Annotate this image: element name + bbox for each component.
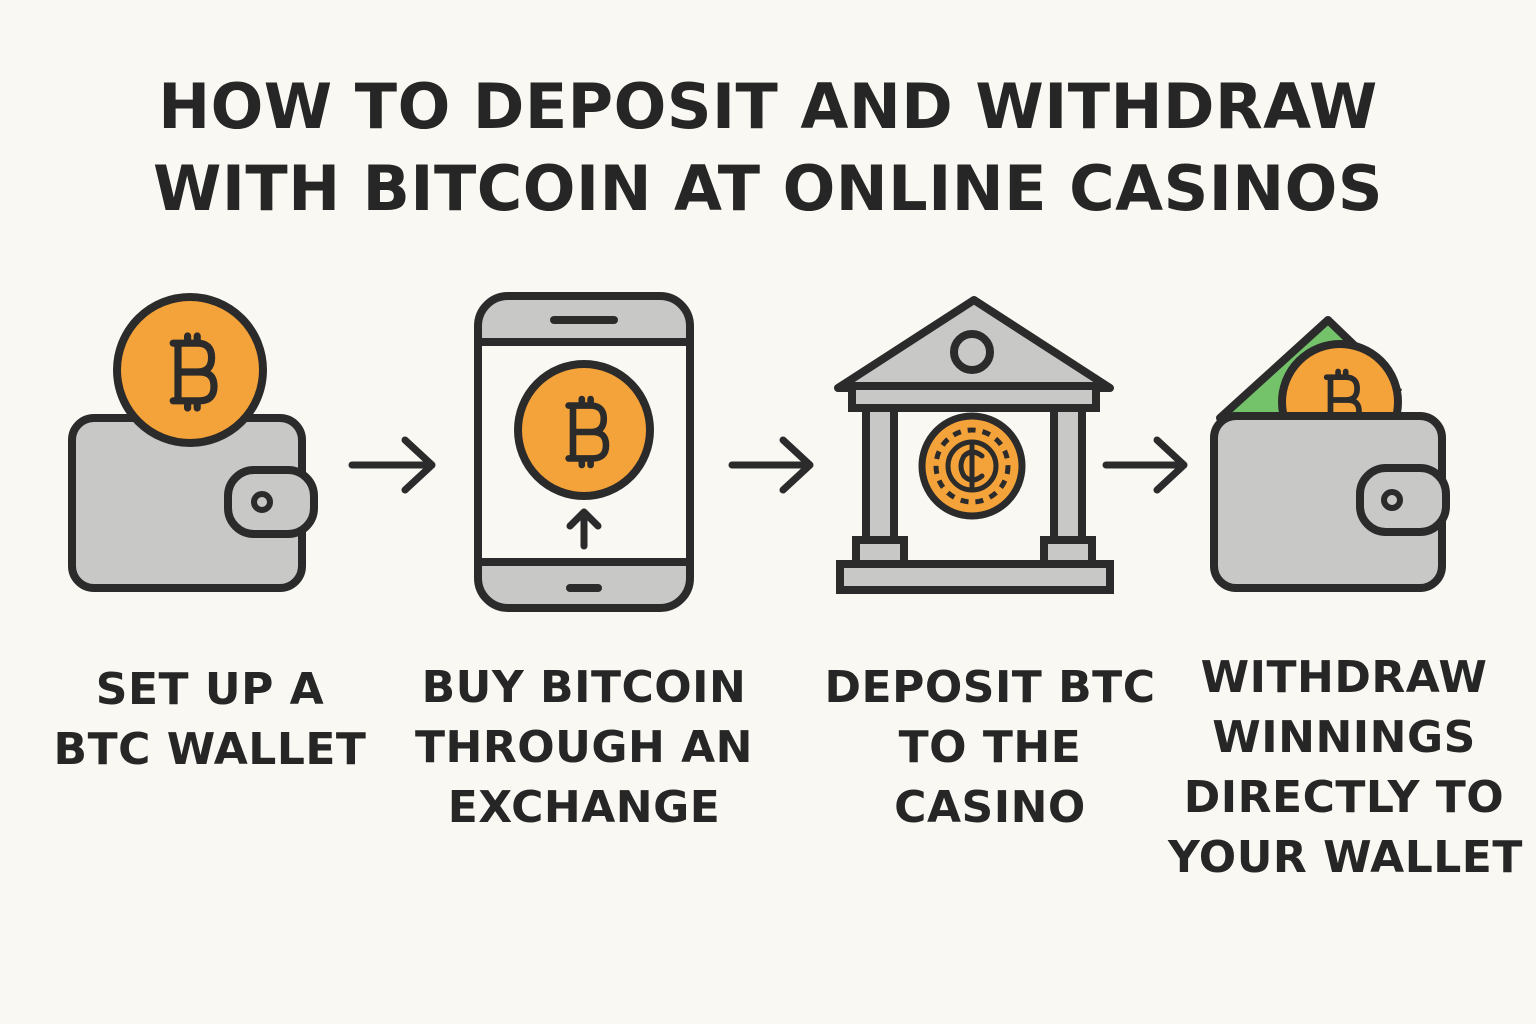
bitcoin-wallet-icon	[68, 293, 318, 592]
casino-bank-icon	[834, 296, 1114, 594]
step-4-label: WITHDRAW WINNINGS DIRECTLY TO YOUR WALLE…	[1168, 648, 1523, 888]
step-4-label-line: DIRECTLY TO	[1183, 772, 1505, 823]
step-3-label-line: TO THE	[898, 722, 1082, 773]
phone-bitcoin-icon	[474, 292, 694, 612]
title-line-2: WITH BITCOIN AT ONLINE CASINOS	[152, 152, 1384, 225]
arrow-right-icon	[1102, 436, 1188, 494]
step-4-label-line: WINNINGS	[1212, 712, 1476, 763]
title-line-1: HOW TO DEPOSIT AND WITHDRAW	[158, 70, 1378, 143]
step-1-label: SET UP A BTC WALLET	[40, 660, 380, 780]
step-2-label-line: BUY BITCOIN	[421, 662, 747, 713]
step-2-label-line: THROUGH AN	[415, 722, 753, 773]
step-4-label-line: WITHDRAW	[1200, 652, 1488, 703]
wallet-winnings-icon	[1210, 316, 1450, 592]
step-2-label-line: EXCHANGE	[447, 782, 721, 833]
step-3-label-line: CASINO	[894, 782, 1086, 833]
casino-chip-icon	[918, 412, 1026, 520]
arrow-up-icon	[566, 508, 602, 550]
step-1-label-line: BTC WALLET	[53, 724, 367, 775]
arrow-right-icon	[348, 436, 436, 494]
step-2-label: BUY BITCOIN THROUGH AN EXCHANGE	[412, 658, 756, 838]
page-title: HOW TO DEPOSIT AND WITHDRAW WITH BITCOIN…	[0, 66, 1536, 230]
step-3-label-line: DEPOSIT BTC	[824, 662, 1156, 713]
arrow-right-icon	[728, 436, 814, 494]
step-1-label-line: SET UP A	[95, 664, 325, 715]
step-3-label: DEPOSIT BTC TO THE CASINO	[812, 658, 1168, 838]
step-4-label-line: YOUR WALLET	[1168, 832, 1523, 883]
